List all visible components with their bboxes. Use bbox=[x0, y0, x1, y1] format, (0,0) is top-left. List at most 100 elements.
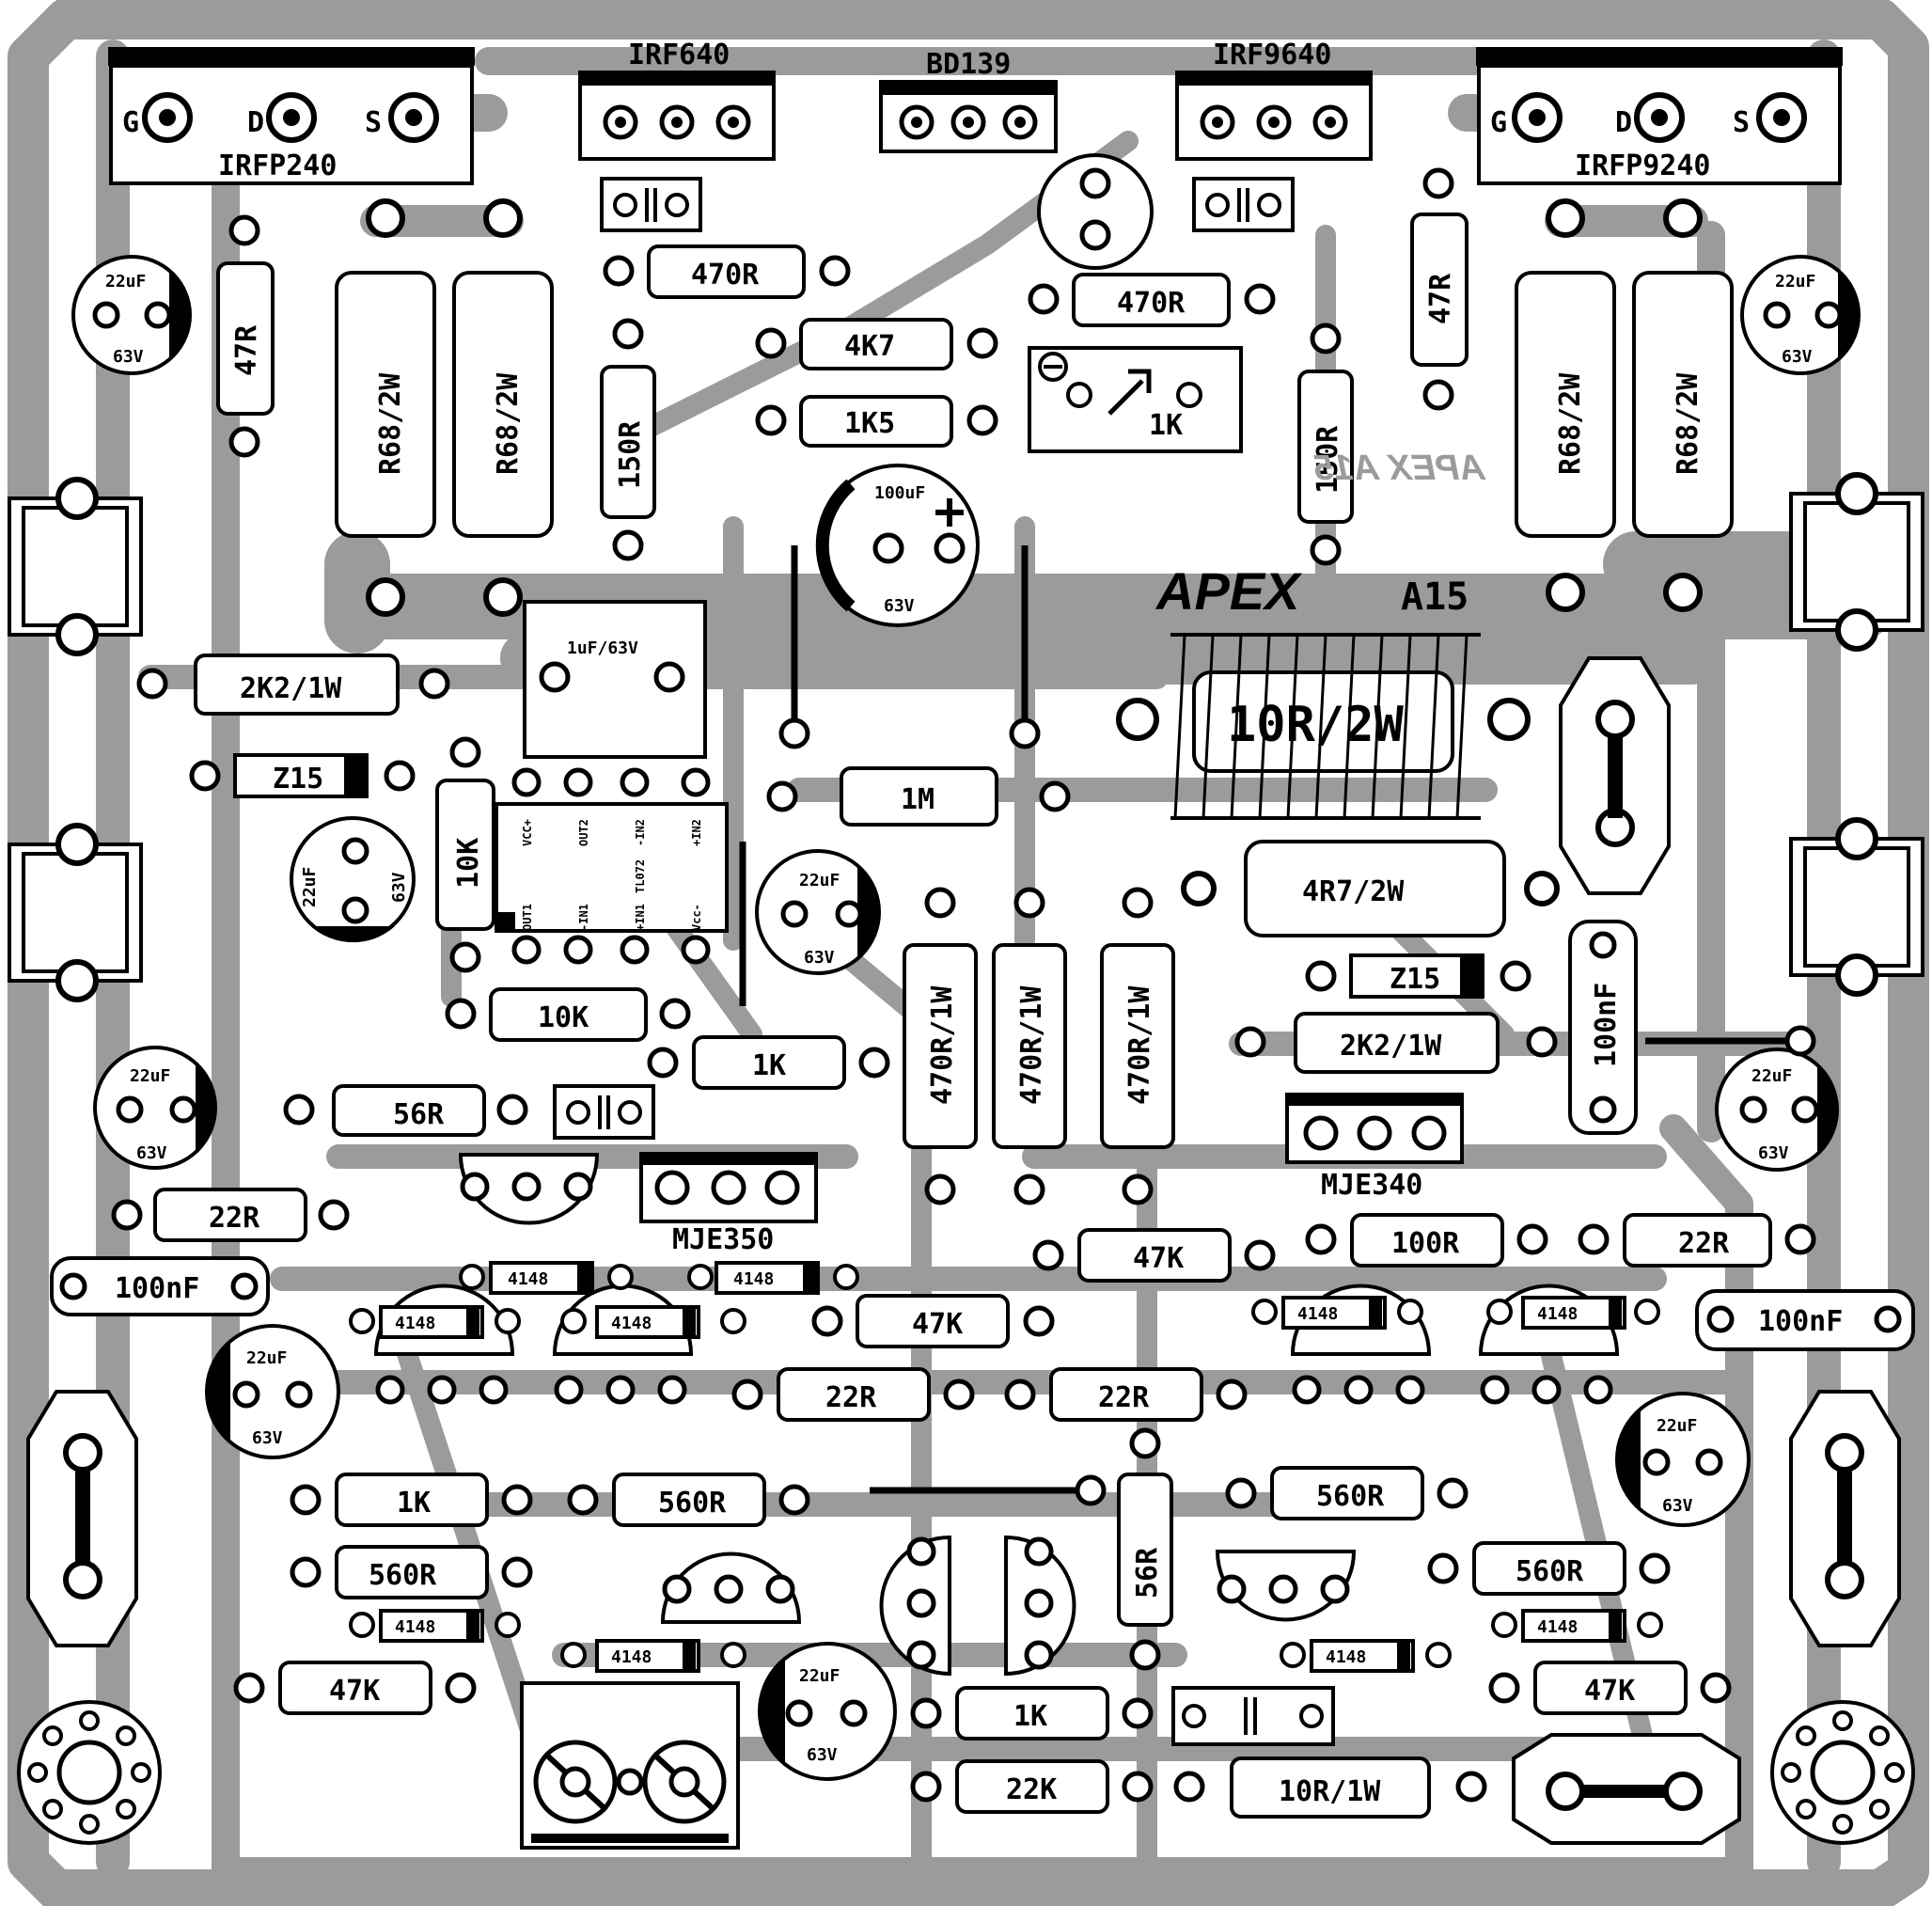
r22r-label: 22R bbox=[1098, 1381, 1150, 1414]
r150r-label: 150R bbox=[614, 420, 647, 489]
r10k-label: 10K bbox=[538, 1001, 589, 1034]
trimpot-1k: 1K bbox=[1028, 346, 1243, 453]
c1uf-label: 1uF/63V bbox=[567, 638, 638, 658]
ecap-22uf-left-mid: 22uF 63V bbox=[290, 816, 416, 943]
resistor-22r-center-left: 22R bbox=[731, 1367, 975, 1422]
r560r-label: 560R bbox=[1316, 1480, 1385, 1513]
diode-4148-7: 4148 bbox=[349, 1609, 521, 1643]
d4148-label: 4148 bbox=[733, 1269, 774, 1289]
to92-transistor-8 bbox=[879, 1535, 951, 1677]
resistor-22k: 22K bbox=[910, 1759, 1154, 1814]
c100nf-label: 100nF bbox=[115, 1272, 199, 1305]
r47k-label: 47K bbox=[329, 1675, 380, 1708]
resistor-10k-vertical: 10K bbox=[435, 736, 495, 973]
c22uf-label: 22uF bbox=[1657, 1416, 1697, 1436]
pin-g-label: G bbox=[1490, 106, 1507, 139]
r560r-label: 560R bbox=[1516, 1555, 1584, 1588]
r22r-label: 22R bbox=[825, 1381, 877, 1414]
pin-s-label: S bbox=[1733, 106, 1750, 139]
r1k-label: 1K bbox=[1013, 1700, 1047, 1733]
r47k-label: 47K bbox=[1133, 1242, 1184, 1275]
diode-4148-10: 4148 bbox=[1491, 1609, 1663, 1643]
terminal-right-bottom bbox=[1789, 817, 1924, 997]
r47k-label: 47K bbox=[1584, 1675, 1635, 1708]
r560r-label: 560R bbox=[369, 1559, 437, 1592]
v63-label: 63V bbox=[136, 1143, 167, 1163]
resistor-56r-top: 56R bbox=[283, 1084, 528, 1137]
ecap-22uf-left-lower: 22uF 63V bbox=[93, 1046, 217, 1170]
resistor-470r-1w-3: 470R/1W bbox=[1100, 887, 1175, 1205]
d4148-label: 4148 bbox=[1537, 1617, 1578, 1637]
v63-label: 63V bbox=[804, 948, 835, 968]
resistor-1k-mid: 1K bbox=[647, 1035, 890, 1090]
resistor-4k7: 4K7 bbox=[755, 318, 998, 370]
to92-transistor-7 bbox=[1215, 1550, 1357, 1622]
capacitor-100nf-vertical: 100nF bbox=[1568, 920, 1638, 1135]
tl072-label: TL072 bbox=[634, 859, 647, 893]
v63-label: 63V bbox=[1758, 1143, 1789, 1163]
irf9640-label: IRF9640 bbox=[1213, 39, 1331, 71]
apex-brand: APEX bbox=[1154, 561, 1303, 621]
to92-transistor-6 bbox=[660, 1552, 802, 1624]
resistor-100r: 100R bbox=[1305, 1213, 1548, 1268]
v63-label: 63V bbox=[1662, 1496, 1693, 1516]
tl072-pin-in1p: +IN1 bbox=[634, 904, 647, 931]
resistor-r68-1: R68/2W bbox=[335, 198, 436, 617]
irfp9240-label: IRFP9240 bbox=[1575, 150, 1711, 182]
resistor-560r-right-2: 560R bbox=[1427, 1541, 1671, 1596]
resistor-r68-3: R68/2W bbox=[1515, 198, 1616, 612]
mje350-transistor: MJE350 bbox=[639, 1152, 818, 1256]
tl072-pin-in2p: +IN2 bbox=[690, 819, 703, 846]
r4r7-label: 4R7/2W bbox=[1302, 875, 1405, 908]
resistor-r68-4: R68/2W bbox=[1632, 198, 1734, 612]
apex-mirror-logo: APEX A15 bbox=[1313, 449, 1486, 488]
diode-4148-2: 4148 bbox=[687, 1261, 859, 1295]
r470r-label: 470R bbox=[691, 259, 760, 291]
r10r2w-label: 10R/2W bbox=[1227, 697, 1405, 753]
cap-ceramic-3 bbox=[553, 1084, 655, 1140]
c22uf-label: 22uF bbox=[246, 1348, 287, 1368]
cap-ceramic-1 bbox=[600, 177, 702, 232]
capacitor-1uf: 1uF/63V bbox=[523, 600, 707, 759]
resistor-2k2-left: 2K2/1W bbox=[136, 654, 450, 716]
ecap-22uf-left-bottom: 22uF 63V bbox=[205, 1324, 340, 1459]
mounting-hole-left bbox=[17, 1700, 162, 1845]
r1k5-label: 1K5 bbox=[844, 407, 895, 440]
r68-label: R68/2W bbox=[492, 372, 525, 475]
bd139-label: BD139 bbox=[926, 48, 1011, 81]
v63-label: 63V bbox=[113, 347, 144, 367]
terminal-left-top bbox=[8, 477, 143, 656]
resistor-1k-left: 1K bbox=[290, 1473, 533, 1527]
r470r-label: 470R bbox=[1117, 287, 1186, 320]
ecap-22uf-top-left: 22uF 63V bbox=[71, 255, 192, 375]
v63-label: 63V bbox=[884, 596, 915, 616]
resistor-560r-left-1: 560R bbox=[567, 1473, 810, 1527]
to92-transistor-3 bbox=[552, 1284, 694, 1405]
trimpot-1k-label: 1K bbox=[1149, 409, 1183, 442]
resistor-22r-left: 22R bbox=[111, 1188, 350, 1242]
resistor-1k5: 1K5 bbox=[755, 395, 998, 448]
d4148-label: 4148 bbox=[395, 1617, 435, 1637]
c100nf-label: 100nF bbox=[1590, 983, 1623, 1067]
d4148-label: 4148 bbox=[1326, 1647, 1366, 1667]
c22uf-label: 22uF bbox=[1775, 272, 1815, 291]
c22uf-label: 22uF bbox=[1751, 1066, 1792, 1086]
ecap-22uf-bottom-center: 22uF 63V bbox=[758, 1642, 897, 1781]
mje340-transistor: MJE340 bbox=[1285, 1093, 1464, 1202]
resistor-10r-1w: 10R/1W bbox=[1173, 1756, 1487, 1819]
r1k-label: 1K bbox=[397, 1487, 431, 1520]
r10r1w-label: 10R/1W bbox=[1279, 1775, 1381, 1808]
terminal-left-bottom bbox=[8, 823, 143, 1002]
mirror-text: APEX A15 bbox=[1313, 449, 1486, 488]
pin-g-label: G bbox=[122, 106, 139, 139]
r150r-label: 150R bbox=[1312, 425, 1344, 494]
tl072-pin-out1: OUT1 bbox=[521, 904, 534, 931]
resistor-150r-left: 150R bbox=[600, 318, 656, 561]
resistor-560r-left-2: 560R bbox=[290, 1545, 533, 1599]
zener-z15-right: Z15 bbox=[1305, 953, 1531, 999]
r470r1w-label: 470R/1W bbox=[1123, 985, 1156, 1105]
r22r-label: 22R bbox=[1678, 1227, 1730, 1260]
resistor-4r7-2w: 4R7/2W bbox=[1181, 840, 1560, 937]
tl072-pin-in1n: -IN1 bbox=[577, 904, 590, 931]
